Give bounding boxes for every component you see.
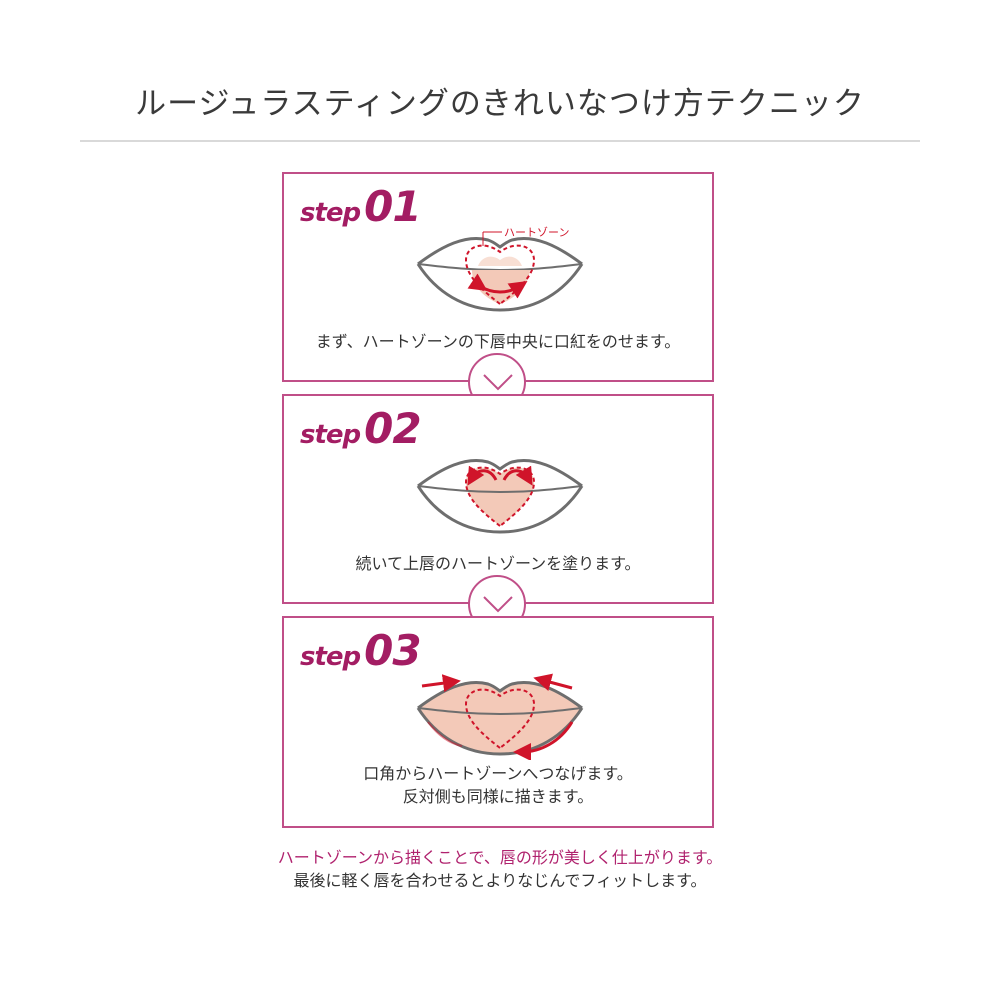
caption-line: まず、ハートゾーンの下唇中央に口紅をのせます。: [315, 332, 681, 351]
step-number: 02: [364, 404, 421, 453]
step-02-card: step02 続いて上唇のハートゾーンを塗ります。: [282, 394, 714, 604]
footer-note: ハートゾーンから描くことで、唇の形が美しく仕上がります。 最後に軽く唇を合わせる…: [0, 846, 1000, 892]
lips-step-02-illustration: [416, 459, 584, 534]
step-word: step: [300, 420, 361, 450]
step-word: step: [300, 198, 361, 228]
chevron-down-icon: [483, 374, 513, 391]
chevron-down-icon: [483, 596, 513, 613]
step-01-card: step01 ハートゾーン まず、ハートゾーンの下唇中央に口紅をのせます。: [282, 172, 714, 382]
caption-line: 口角からハートゾーンへつなげます。: [363, 764, 633, 783]
footer-highlight: ハートゾーンから描くことで、唇の形が美しく仕上がります。: [277, 848, 723, 867]
caption-line: 反対側も同様に描きます。: [402, 787, 594, 806]
lips-step-03-illustration: [416, 673, 584, 760]
caption-line: 続いて上唇のハートゾーンを塗ります。: [355, 554, 641, 573]
page-title: ルージュラスティングのきれいなつけ方テクニック: [135, 86, 865, 122]
step-03-caption: 口角からハートゾーンへつなげます。 反対側も同様に描きます。: [284, 762, 712, 808]
step-word: step: [300, 642, 361, 672]
step-02-caption: 続いて上唇のハートゾーンを塗ります。: [284, 552, 712, 575]
step-number: 03: [364, 626, 421, 675]
step-03-card: step03 口角からハートゾーンへつなげます。 反対側も同様に描きます。: [282, 616, 714, 828]
step-01-caption: まず、ハートゾーンの下唇中央に口紅をのせます。: [284, 330, 712, 353]
step-01-label: step01: [300, 182, 422, 231]
lips-step-01-illustration: ハートゾーン: [416, 226, 584, 312]
footer-text: 最後に軽く唇を合わせるとよりなじんでフィットします。: [293, 871, 707, 890]
step-03-label: step03: [300, 626, 422, 675]
step-number: 01: [364, 182, 421, 231]
heart-zone-annotation: ハートゾーン: [504, 226, 569, 239]
title-divider: [80, 140, 920, 142]
step-02-label: step02: [300, 404, 422, 453]
